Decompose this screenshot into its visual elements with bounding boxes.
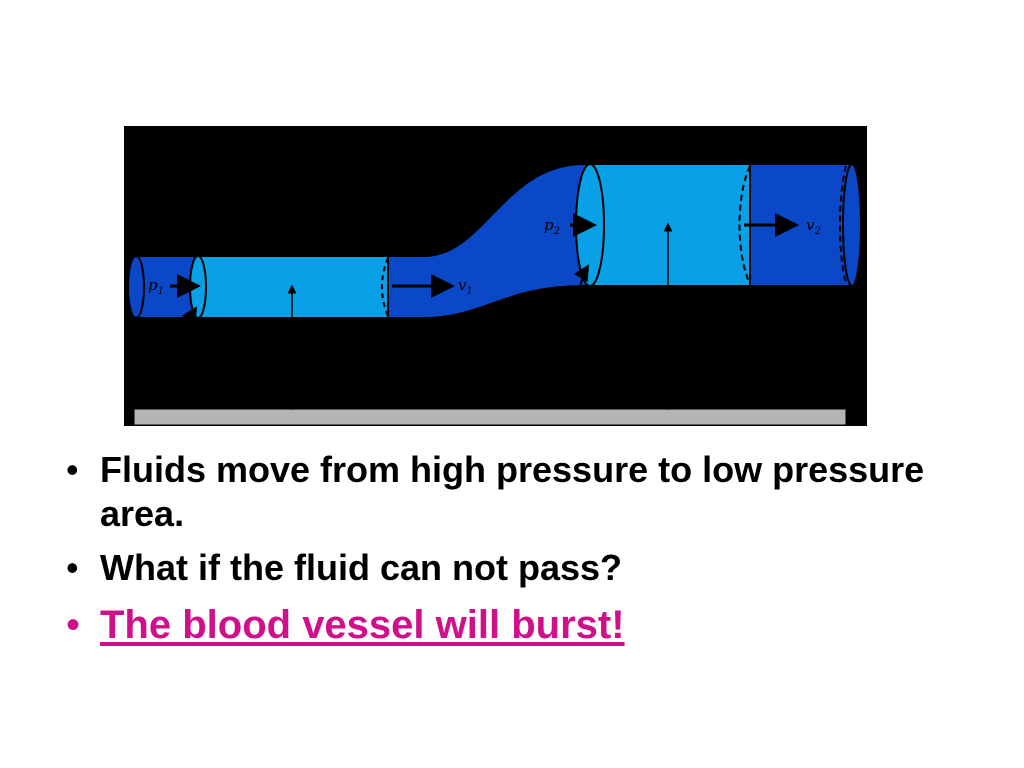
ground-strip <box>133 408 847 426</box>
h1-label: h1 <box>282 340 298 361</box>
bullet-glyph: • <box>66 449 79 490</box>
v1-label: v1 <box>458 276 473 297</box>
A1-label: A1 <box>168 355 188 377</box>
A2-label: A2 <box>562 323 582 345</box>
pipe-right-cap <box>842 163 862 287</box>
v2-label: v2 <box>806 216 821 237</box>
bullet-text: Fluids move from high pressure to low pr… <box>100 449 925 534</box>
bullet-item-fluid-cannot-pass: • What if the fluid can not pass? <box>62 546 982 590</box>
dim1-label: v₁Δt = s₁ <box>238 230 296 245</box>
p2-label: p2 <box>544 216 560 237</box>
p1-label: p1 <box>148 276 164 297</box>
dim2-label: v₂Δt = s₂ <box>612 138 670 153</box>
bullet-text-emphasis: The blood vessel will burst! <box>100 603 625 647</box>
diagram-svg: p1 v1 p2 v2 A1 A2 h1 h2 v₁Δt = s₁ <box>127 130 862 426</box>
pipe-left-cap <box>127 255 145 319</box>
bullet-item-high-to-low-pressure: • Fluids move from high pressure to low … <box>62 448 982 536</box>
bullet-text: What if the fluid can not pass? <box>100 547 622 588</box>
A1-pointer <box>181 306 198 351</box>
segment-2-right-face <box>738 165 751 285</box>
bullet-glyph: • <box>66 603 81 647</box>
bullet-list: • Fluids move from high pressure to low … <box>62 448 982 650</box>
h2-label: h2 <box>656 340 672 361</box>
segment-1-right-face <box>381 257 389 317</box>
A2-pointer <box>573 264 590 313</box>
pipe-flow-diagram: p1 v1 p2 v2 A1 A2 h1 h2 v₁Δt = s₁ <box>124 126 867 426</box>
bullet-item-vessel-burst: • The blood vessel will burst! <box>62 600 982 650</box>
fluid-segment-1 <box>197 255 389 319</box>
fluid-segment-2 <box>589 163 751 287</box>
bullet-glyph: • <box>66 547 79 588</box>
pipe-right-dashed <box>839 165 847 285</box>
